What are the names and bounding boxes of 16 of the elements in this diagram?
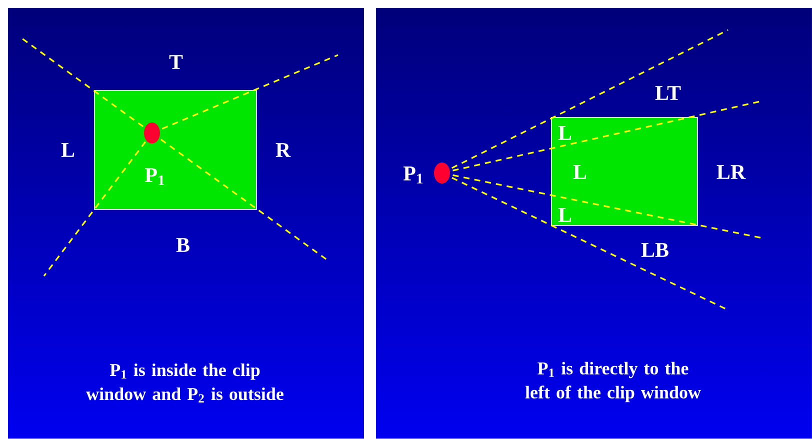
point-label: P$_{1}$ xyxy=(145,168,164,186)
clip-window xyxy=(94,90,257,210)
region-label: LR xyxy=(716,165,746,179)
clip-window xyxy=(551,117,698,226)
caption: P$_{1}$ is inside the clip window and P$_{2}$ is outside xyxy=(86,363,284,403)
region-label: B xyxy=(176,238,190,252)
region-label: L xyxy=(558,126,572,140)
region-label: L xyxy=(61,143,74,157)
region-label: L xyxy=(558,208,572,222)
caption: P$_{1}$ is directly to the left of the clip window xyxy=(525,362,701,402)
point-dot xyxy=(144,122,160,144)
point-label: P$_{1}$ xyxy=(403,166,423,184)
region-label: R xyxy=(276,143,291,157)
point-dot xyxy=(434,162,450,184)
region-label: L xyxy=(573,165,586,179)
region-label: T xyxy=(169,55,183,69)
